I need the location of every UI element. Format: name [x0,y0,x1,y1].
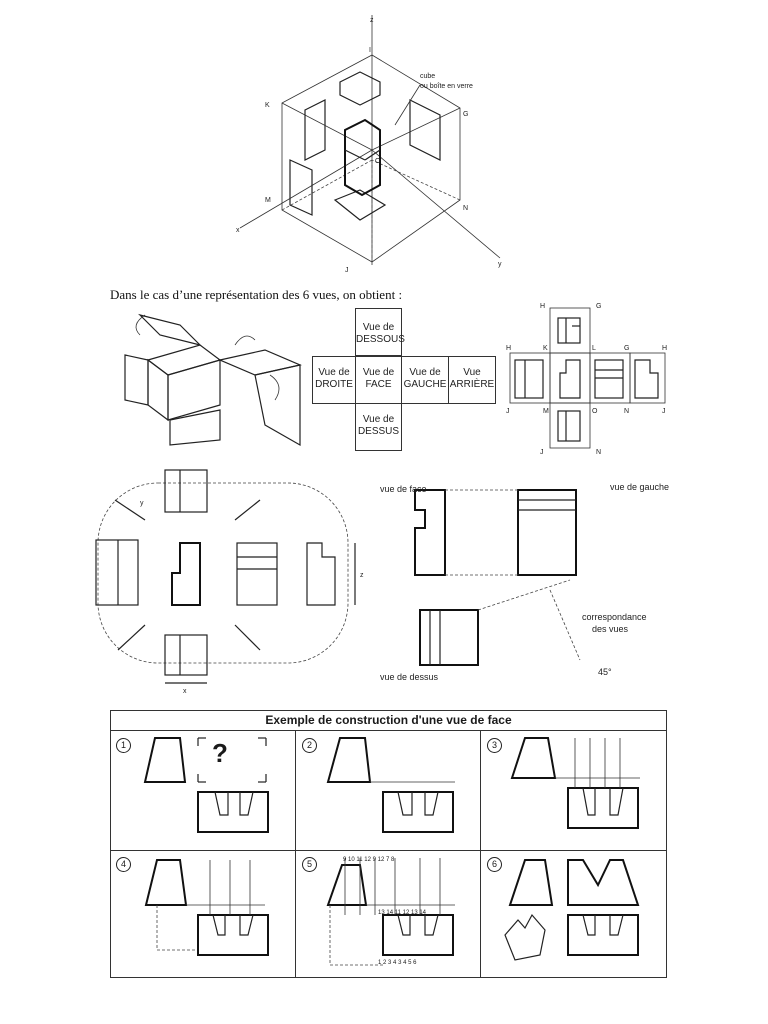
step5-n-4b: 4 [403,960,407,966]
step5-n-11: 11 [356,857,363,863]
step5-n-6: 6 [413,960,417,966]
question-mark: ? [212,738,228,768]
grid-label-droite-1: Vue de [318,367,350,378]
distance-label-y-top: y [140,500,144,507]
step-number-4: 4 [116,857,131,872]
grid-label-gauche-2: GAUCHE [403,379,447,390]
proj-label-j-left: J [506,408,510,415]
grid-label-face-1: Vue de [362,367,395,378]
step5-n-8: 8 [391,857,395,863]
rotated-views-figure: y z x [95,469,364,695]
step-number-3: 3 [487,738,502,753]
point-label-k: K [265,102,270,109]
step5-n-2: 2 [383,960,387,966]
distance-label-z: z [360,572,364,579]
step5-n-1: 1 [378,960,382,966]
distance-label-x: x [183,688,187,695]
axis-label-z: z [370,17,374,24]
grid-label-gauche-1: Vue de [409,367,441,378]
step5-bottom-labels: 1 2 3 4 3 4 5 6 [378,960,468,967]
section-caption: Dans le cas d’une représentation des 6 v… [110,287,403,302]
label-vue-de-gauche: vue de gauche [610,482,669,492]
step-number-1: 1 [116,738,131,753]
step-number-5: 5 [302,857,317,872]
panel-hdivider [110,850,667,851]
axis-label-y: y [498,261,502,268]
step5-n-5: 5 [408,960,412,966]
step5-n-3b: 3 [398,960,402,966]
label-45-degrees: 45° [598,667,612,677]
glass-cube-figure: z x y I K G O M N J cube ou boîte en ver… [236,15,502,274]
step5-n-13: 13 [378,910,385,916]
proj-label-g-top: G [596,303,601,310]
grid-cell-arriere: Vue ARRIÈRE [448,356,496,404]
grid-label-arriere-2: ARRIÈRE [449,379,495,390]
step5-n-3: 3 [388,960,392,966]
step5-n-12b: 12 [377,857,385,863]
six-views-drawings: H G H K L G H J M O N J J N [506,303,667,456]
construction-drawings [143,737,640,966]
step5-n-14: 14 [386,910,394,916]
step5-n-12c: 12 [402,910,410,916]
axis-label-x: x [236,227,240,234]
grid-label-dessous-1: Vue de [362,322,395,333]
panel-vdivider-1 [295,730,296,978]
step5-n-9a: 9 [343,857,347,863]
annotation-boite: ou boîte en verre [420,83,473,90]
step5-n-9b: 9 [372,857,376,863]
point-label-g: G [463,111,468,118]
label-des-vues: des vues [592,624,629,634]
label-vue-de-face: vue de face [380,484,427,494]
point-label-m: M [265,197,271,204]
point-label-j: J [345,267,349,274]
label-vue-de-dessus: vue de dessus [380,672,439,682]
grid-label-dessus-1: Vue de [362,414,395,425]
proj-label-h-right: H [662,345,667,352]
proj-label-n: N [624,408,629,415]
grid-label-face-2: FACE [365,379,392,390]
step5-n-13b: 13 [410,910,418,916]
step5-n-14b: 14 [419,910,427,916]
step-number-2: 2 [302,738,317,753]
point-label-o: O [375,158,381,165]
construction-panel [110,710,667,978]
step5-n-12a: 12 [364,857,371,863]
panel-title-divider [110,730,667,731]
proj-label-j-bottom: J [540,449,544,456]
point-label-i: I [369,47,371,54]
step5-n-7: 7 [386,857,390,863]
step-number-6: 6 [487,857,502,872]
step5-n-10: 10 [348,857,355,863]
step5-mid-labels: 13 14 11 12 13 14 [378,910,458,917]
grid-cell-dessous: Vue de DESSOUS [355,308,405,356]
panel-vdivider-2 [480,730,481,978]
proj-label-o: O [592,408,598,415]
proj-label-j-right: J [662,408,666,415]
grid-label-dessus-2: DESSUS [357,426,400,437]
proj-label-l: L [592,345,596,352]
step5-n-11b: 11 [394,910,401,916]
grid-cell-dessus: Vue de DESSUS [355,403,402,451]
proj-label-h-left: H [506,345,511,352]
step5-n-4: 4 [393,960,397,966]
step5-number-labels: 9 10 11 12 9 12 7 8 [343,857,443,864]
grid-label-droite-2: DROITE [315,379,353,390]
unfolding-cube-figure [124,313,302,447]
proj-label-n-bottom: N [596,449,601,456]
grid-label-arriere-1: Vue [463,367,481,378]
proj-label-g: G [624,345,629,352]
proj-label-m: M [543,408,549,415]
grid-label-dessous-2: DESSOUS [356,334,405,345]
annotation-cube: cube [420,73,435,80]
correspondence-figure: vue de face vue de gauche vue de dessus … [380,482,669,682]
point-label-n: N [463,205,468,212]
construction-title: Exemple de construction d'une vue de fac… [265,713,512,727]
proj-label-h-top: H [540,303,545,310]
label-correspondance: correspondance [582,612,647,622]
proj-label-k: K [543,345,548,352]
